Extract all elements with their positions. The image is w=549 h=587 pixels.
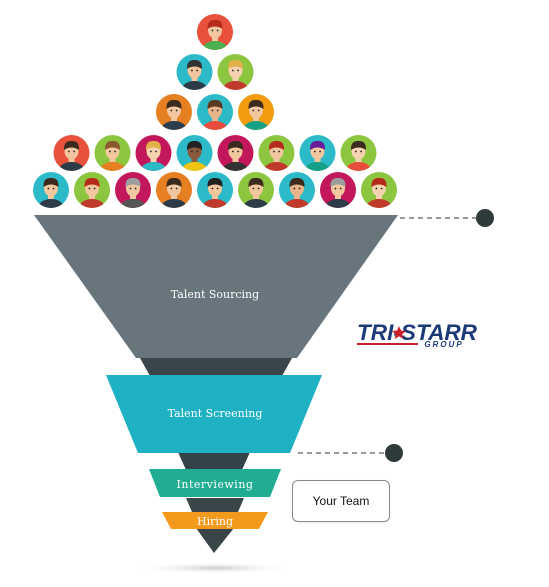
person-avatar (156, 94, 192, 130)
person-avatar (53, 135, 90, 171)
person-avatar (197, 172, 233, 208)
funnel-shadow-sourcing (140, 358, 292, 376)
connector-dot-bottom (385, 444, 403, 462)
person-avatar (135, 135, 172, 171)
stage-label-hiring: Hiring (197, 515, 233, 528)
person-avatar (197, 14, 233, 50)
stage-talent-sourcing (34, 215, 398, 358)
person-avatar (238, 94, 274, 130)
person-avatar (238, 172, 274, 208)
person-avatar (115, 172, 151, 208)
funnel-shadow-interviewing (186, 498, 244, 512)
person-avatar (74, 172, 110, 208)
your-team-box: Your Team (292, 480, 390, 522)
tri-starr-logo: TRI-STARR GROUP (357, 320, 477, 349)
person-avatar (197, 94, 233, 130)
logo-subtitle: GROUP (424, 340, 463, 349)
funnel-shadow-screening (178, 452, 250, 470)
person-avatar (217, 54, 254, 90)
person-avatar (176, 135, 213, 171)
person-avatar (217, 135, 254, 171)
person-avatar (340, 135, 377, 171)
stage-interviewing (149, 469, 281, 497)
person-avatar (299, 135, 336, 171)
stage-hiring (162, 512, 268, 529)
logo-star-icon (392, 326, 406, 339)
funnel-shadow-hiring (196, 528, 234, 553)
person-avatar (33, 172, 69, 208)
person-avatar (279, 172, 315, 208)
person-avatar (320, 172, 356, 208)
floor-shadow (135, 562, 295, 574)
connector-dot-top (476, 209, 494, 227)
logo-wordmark: TRI-STARR (357, 320, 477, 345)
person-avatar (156, 172, 192, 208)
stage-label-screening: Talent Screening (168, 407, 263, 420)
person-avatar (176, 54, 213, 90)
stage-talent-screening (106, 375, 322, 453)
candidate-avatars (33, 14, 397, 208)
your-team-label: Your Team (312, 494, 370, 508)
stage-label-sourcing: Talent Sourcing (171, 288, 259, 301)
person-avatar (94, 135, 131, 171)
person-avatar (258, 135, 295, 171)
stage-label-interviewing: Interviewing (177, 478, 254, 491)
person-avatar (361, 172, 397, 208)
